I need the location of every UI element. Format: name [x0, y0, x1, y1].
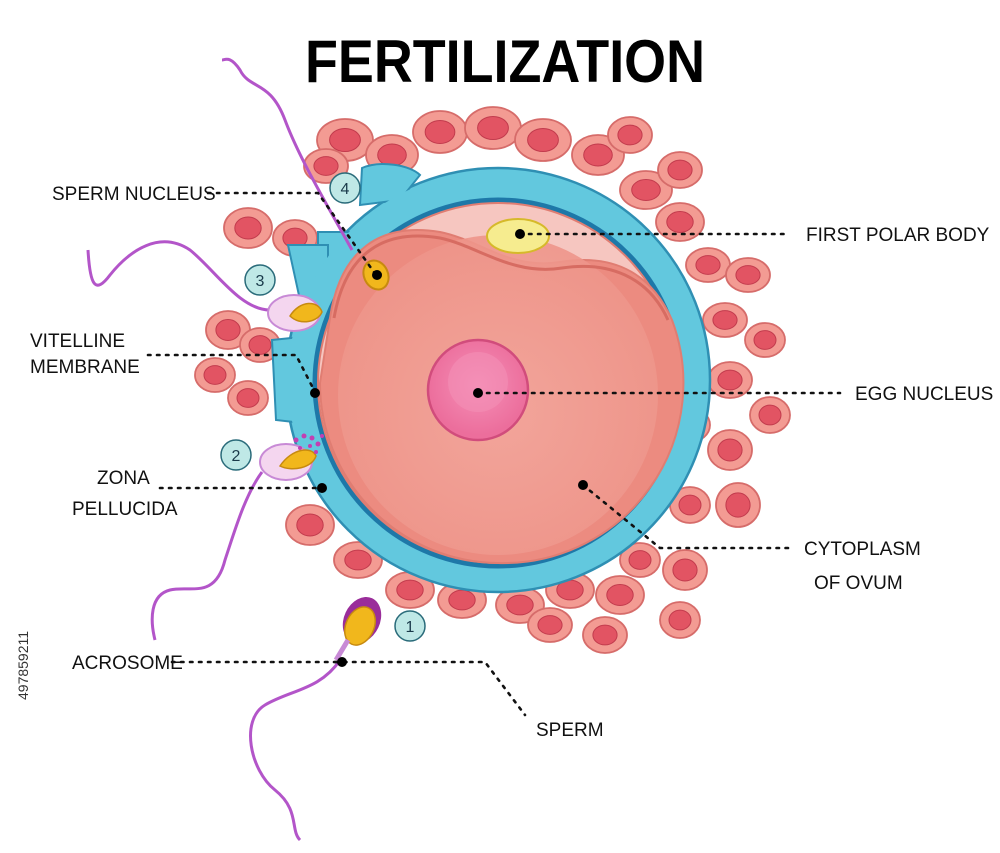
corona-cell-nucleus: [628, 550, 652, 570]
label-acrosome: ACROSOME: [72, 653, 183, 674]
corona-cell-nucleus: [424, 119, 456, 145]
leader-lines: [146, 191, 842, 717]
corona-cell-nucleus: [527, 127, 559, 153]
step-number: 2: [232, 448, 241, 465]
corona-cell-nucleus: [712, 310, 738, 330]
step-marker-2: 2: [220, 439, 252, 471]
corona-cell-nucleus: [329, 127, 361, 153]
corona-cell-nucleus: [236, 388, 260, 408]
corona-cell-nucleus: [537, 615, 563, 635]
corona-cell-nucleus: [678, 494, 702, 516]
label-sperm-nucleus: SPERM NUCLEUS: [52, 184, 216, 205]
corona-cell-nucleus: [313, 156, 339, 176]
corona-cell-nucleus: [735, 265, 761, 285]
step-marker-3: 3: [244, 264, 276, 296]
label-cytoplasm-of-ovum-line1: CYTOPLASM: [804, 539, 921, 560]
corona-cell-nucleus: [234, 216, 262, 240]
corona-cell-nucleus: [448, 589, 476, 611]
label-egg-nucleus: EGG NUCLEUS: [855, 384, 993, 405]
corona-cell-nucleus: [203, 365, 227, 385]
corona-cell-nucleus: [631, 179, 661, 201]
corona-cell-nucleus: [668, 609, 692, 631]
corona-cell-nucleus: [672, 558, 698, 582]
step-number: 4: [341, 181, 350, 198]
label-zona-pellucida-line1: ZONA: [97, 468, 150, 489]
label-vitelline-membrane-line1: VITELLINE: [30, 331, 125, 352]
label-vitelline-membrane-line2: MEMBRANE: [30, 357, 140, 378]
corona-cell-nucleus: [695, 255, 721, 275]
corona-cell-nucleus: [617, 124, 643, 146]
corona-cell-nucleus: [477, 115, 509, 141]
corona-cell-nucleus: [592, 624, 618, 646]
corona-cell-nucleus: [753, 330, 777, 350]
step-marker-4: 4: [329, 172, 361, 204]
label-cytoplasm-of-ovum-line2: OF OVUM: [814, 573, 903, 594]
label-zona-pellucida-line2: PELLUCIDA: [72, 499, 178, 520]
step-number: 3: [256, 273, 265, 290]
corona-cell-nucleus: [725, 492, 751, 518]
corona-cell-nucleus: [606, 584, 634, 606]
corona-cell-nucleus: [717, 438, 743, 462]
diagram-title: FERTILIZATION: [305, 28, 705, 95]
sperm-step-2: [150, 433, 324, 641]
corona-cell-nucleus: [506, 594, 534, 616]
stock-id: 497859211: [15, 631, 31, 700]
step-markers: 4 3 2 1: [220, 172, 426, 642]
step-number: 1: [406, 619, 415, 636]
corona-cell-nucleus: [717, 369, 743, 391]
leader-dots: [310, 229, 588, 667]
corona-cell-nucleus: [215, 319, 241, 341]
corona-cell-nucleus: [344, 549, 372, 571]
corona-cell-nucleus: [583, 143, 613, 167]
corona-cell-nucleus: [296, 513, 324, 537]
step-marker-1: 1: [394, 610, 426, 642]
corona-cell-nucleus: [377, 143, 407, 167]
sperm-step-3: [86, 240, 323, 332]
corona-cell-nucleus: [758, 404, 782, 426]
corona-cell-nucleus: [248, 335, 272, 355]
label-sperm: SPERM: [536, 720, 604, 741]
corona-cell-nucleus: [667, 159, 693, 181]
label-first-polar-body: FIRST POLAR BODY: [806, 225, 990, 246]
sperm-step-1: [249, 596, 382, 842]
corona-cell-nucleus: [666, 211, 694, 233]
acrosomal-enzyme-dots: [293, 433, 324, 454]
corona-cell-nucleus: [396, 579, 424, 601]
